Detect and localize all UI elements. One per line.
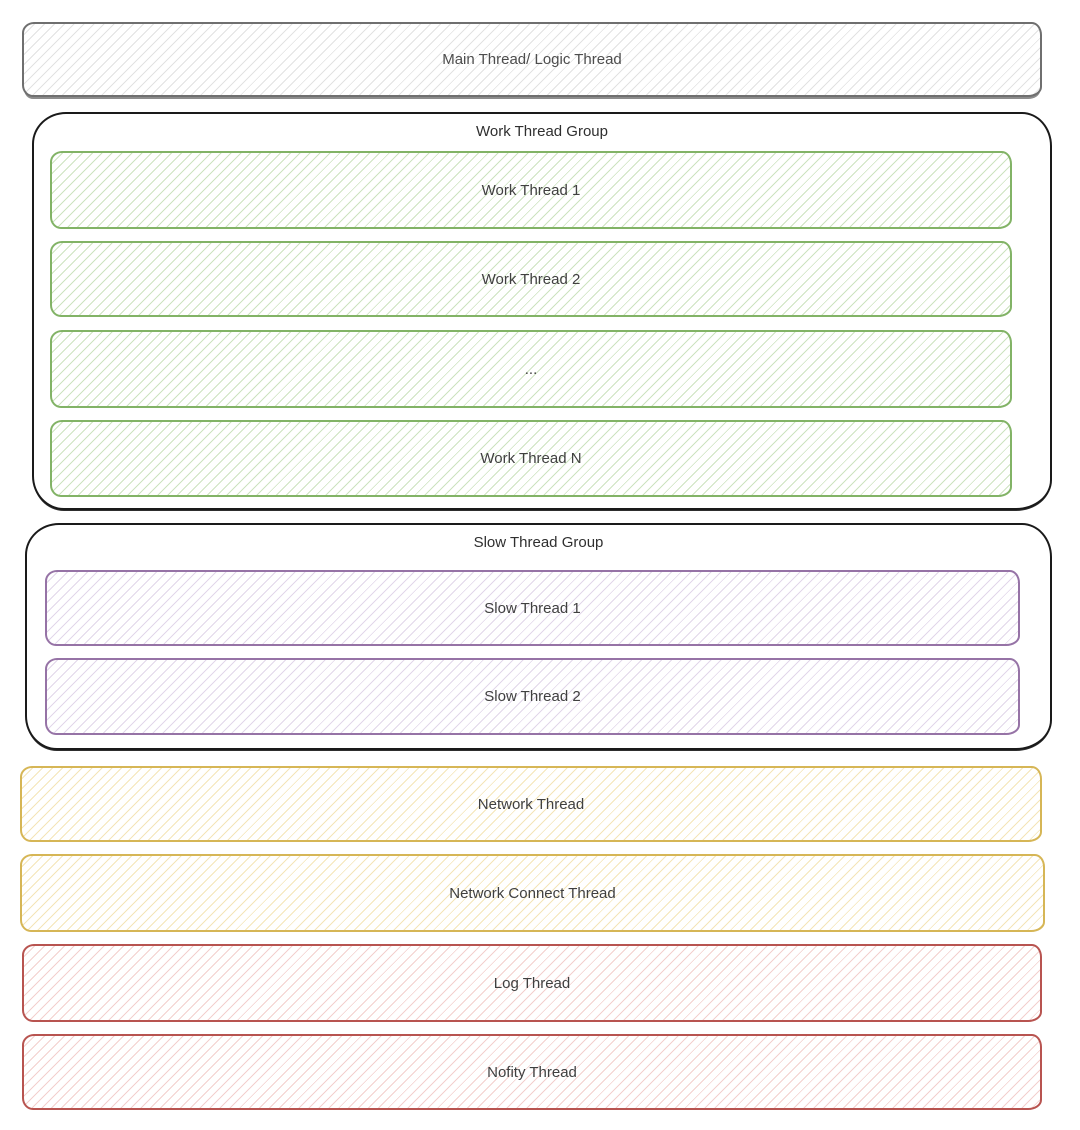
network-thread-box: Network Thread xyxy=(20,766,1042,842)
nofity-thread-box: Nofity Thread xyxy=(22,1034,1042,1110)
log-thread-box: Log Thread xyxy=(22,944,1042,1022)
slow-thread-2-label: Slow Thread 2 xyxy=(484,688,581,705)
work-thread-ellipsis-box: ... xyxy=(50,330,1012,408)
nofity-thread-label: Nofity Thread xyxy=(487,1063,577,1081)
work-thread-group-title: Work Thread Group xyxy=(475,123,608,140)
work-thread-n-label: Work Thread N xyxy=(480,450,582,467)
network-thread-label: Network Thread xyxy=(477,795,585,813)
main-thread-label: Main Thread/ Logic Thread xyxy=(442,51,622,68)
work-thread-n-box: Work Thread N xyxy=(50,420,1012,497)
slow-thread-1-label: Slow Thread 1 xyxy=(484,599,581,617)
work-thread-2-label: Work Thread 2 xyxy=(481,270,581,288)
network-connect-thread-label: Network Connect Thread xyxy=(449,884,616,902)
slow-thread-1-box: Slow Thread 1 xyxy=(45,570,1020,646)
slow-thread-group: Slow Thread Group Slow Thread 1 Slow Thr… xyxy=(25,523,1052,750)
work-thread-2-box: Work Thread 2 xyxy=(50,241,1012,317)
work-thread-1-box: Work Thread 1 xyxy=(50,151,1012,229)
work-thread-group: Work Thread Group Work Thread 1 Work Thr… xyxy=(32,112,1052,510)
slow-thread-group-title: Slow Thread Group xyxy=(473,534,604,551)
network-connect-thread-box: Network Connect Thread xyxy=(20,854,1045,932)
work-thread-ellipsis-label: ... xyxy=(524,360,538,378)
log-thread-label: Log Thread xyxy=(493,974,571,992)
slow-thread-2-box: Slow Thread 2 xyxy=(45,658,1020,735)
work-thread-1-label: Work Thread 1 xyxy=(481,181,581,199)
main-thread-box: Main Thread/ Logic Thread xyxy=(22,22,1042,97)
